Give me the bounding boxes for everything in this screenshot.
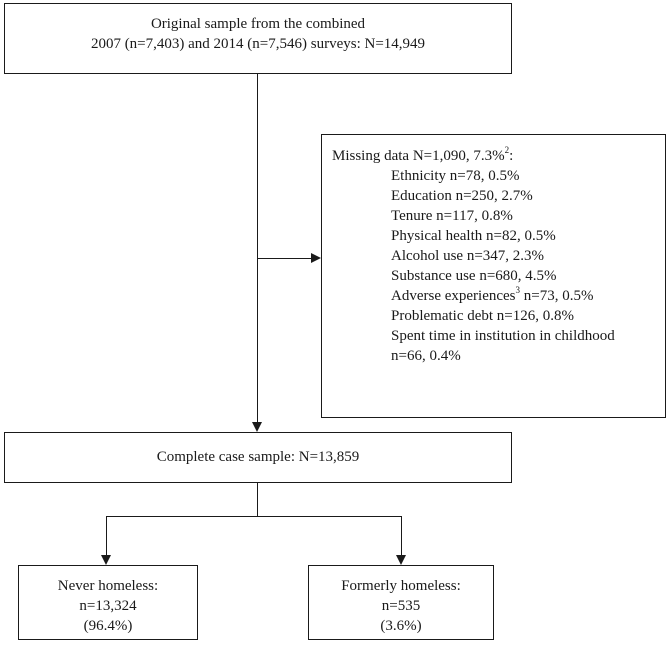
missing-branch-connector [257,258,311,259]
complete-case-label: Complete case sample: N=13,859 [156,449,360,465]
missing-item-education: Education n=250, 2.7% [391,188,533,204]
missing-item-problematic-debt: Problematic debt n=126, 0.8% [391,308,575,324]
never-homeless-count: n=13,324 [79,598,137,614]
formerly-homeless-percent: (3.6%) [380,618,422,634]
arrow-to-complete-case [252,422,262,432]
formerly-homeless-count: n=535 [381,598,421,614]
missing-item-tenure: Tenure n=117, 0.8% [391,208,513,224]
missing-data-list: Ethnicity n=78, 0.5% Education n=250, 2.… [332,166,665,366]
never-homeless-title: Never homeless: [57,578,159,594]
missing-item-ethnicity: Ethnicity n=78, 0.5% [391,168,520,184]
formerly-homeless-box: Formerly homeless: n=535 (3.6%) [308,565,494,640]
complete-case-box: Complete case sample: N=13,859 [4,432,512,483]
arrow-to-formerly-homeless [396,555,406,565]
split-horizontal-connector [106,516,402,517]
main-vertical-connector [257,74,258,422]
missing-item-adverse-experiences: Adverse experiences3 n=73, 0.5% [391,285,594,305]
missing-item-alcohol-use: Alcohol use n=347, 2.3% [391,248,545,264]
original-sample-line1: Original sample from the combined [150,16,366,32]
missing-item-institution-childhood-value: n=66, 0.4% [391,348,461,364]
right-branch-connector [401,516,402,555]
split-stem-connector [257,483,258,516]
missing-data-box: Missing data N=1,090, 7.3%2: Ethnicity n… [321,134,666,418]
never-homeless-box: Never homeless: n=13,324 (96.4%) [18,565,198,640]
formerly-homeless-title: Formerly homeless: [341,578,461,594]
original-sample-box: Original sample from the combined 2007 (… [4,3,512,74]
missing-item-institution-childhood: Spent time in institution in childhood [391,328,615,344]
missing-item-substance-use: Substance use n=680, 4.5% [391,268,557,284]
original-sample-line2: 2007 (n=7,403) and 2014 (n=7,546) survey… [90,36,426,52]
missing-item-physical-health: Physical health n=82, 0.5% [391,228,556,244]
arrow-to-missing-data [311,253,321,263]
missing-data-header: Missing data N=1,090, 7.3%2: [332,145,514,165]
left-branch-connector [106,516,107,555]
arrow-to-never-homeless [101,555,111,565]
never-homeless-percent: (96.4%) [83,618,133,634]
